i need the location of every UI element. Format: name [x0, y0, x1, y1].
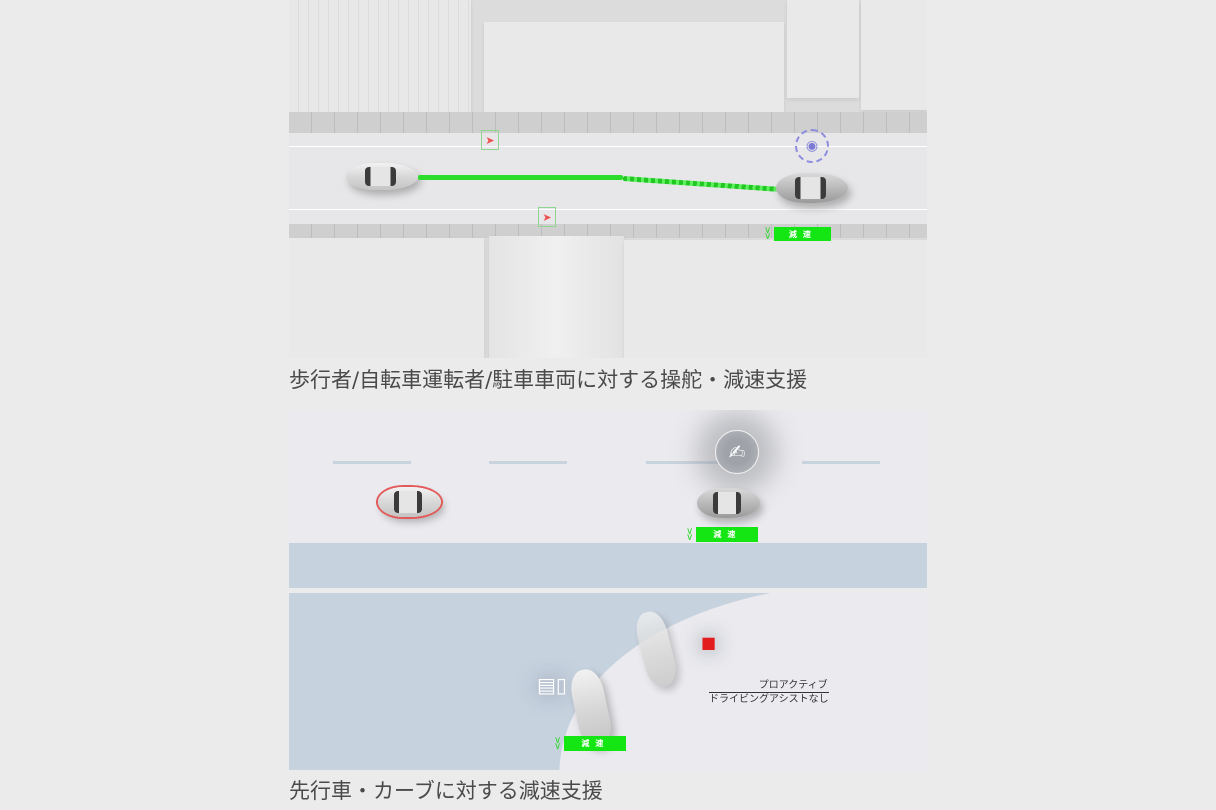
building — [289, 238, 484, 358]
decel-tag: 減速 — [696, 527, 759, 542]
chevron-down-icon: ∨∨ — [554, 734, 562, 752]
foot-on-pedal-icon: ■ — [701, 633, 717, 652]
decel-tag: 減速 — [774, 227, 832, 241]
decel-tag: 減速 — [564, 736, 627, 751]
steering-decel-illustration: ➤ ➤ ◉ ∨∨ 減速 — [289, 0, 927, 358]
decel-indicator: ∨∨ 減速 — [554, 734, 627, 752]
lane-line — [289, 146, 927, 147]
lead-vehicle — [378, 487, 441, 517]
lead-vehicle-illustration: ✍ ∨∨ 減速 — [289, 410, 927, 588]
decel-indicator: ∨∨ 減速 — [764, 225, 832, 242]
building — [861, 0, 927, 110]
lane-line — [646, 461, 724, 464]
car-ego — [697, 488, 760, 518]
lane-line — [802, 461, 880, 464]
decel-indicator: ∨∨ 減速 — [686, 525, 759, 543]
curve-illustration: ▤▯ ■ プロアクティブ ドライビングアシストなし ∨∨ 減速 — [289, 593, 927, 770]
pedestrian-icon: ➤ — [538, 207, 556, 227]
lane-line — [489, 461, 567, 464]
steering-wheel-icon: ◉ — [795, 129, 829, 163]
path-line — [418, 175, 623, 180]
sidewalk-bottom — [289, 224, 927, 238]
building — [624, 240, 927, 358]
building — [289, 0, 471, 120]
caption-lead-vehicle-curve: 先行車・カーブに対する減速支援 — [289, 779, 603, 803]
lane-line — [289, 209, 927, 210]
building — [787, 0, 859, 98]
car-ego-start — [346, 163, 418, 190]
building — [489, 236, 624, 358]
no-assist-note: プロアクティブ ドライビングアシストなし — [709, 680, 829, 705]
sidewalk-top — [289, 112, 927, 133]
chevron-down-icon: ∨∨ — [686, 525, 694, 543]
road-shoulder — [289, 543, 927, 588]
building — [484, 22, 784, 112]
chevron-down-icon: ∨∨ — [764, 225, 772, 242]
pedestrian-icon: ➤ — [481, 130, 499, 150]
car-ego-steering — [776, 173, 848, 203]
caption-steering-decel: 歩行者/自転車運転者/駐車車両に対する操舵・減速支援 — [289, 368, 808, 392]
foot-off-pedal-icon: ✍ — [715, 430, 759, 474]
lane-line — [333, 461, 411, 464]
pedal-icon: ▤▯ — [537, 673, 567, 697]
